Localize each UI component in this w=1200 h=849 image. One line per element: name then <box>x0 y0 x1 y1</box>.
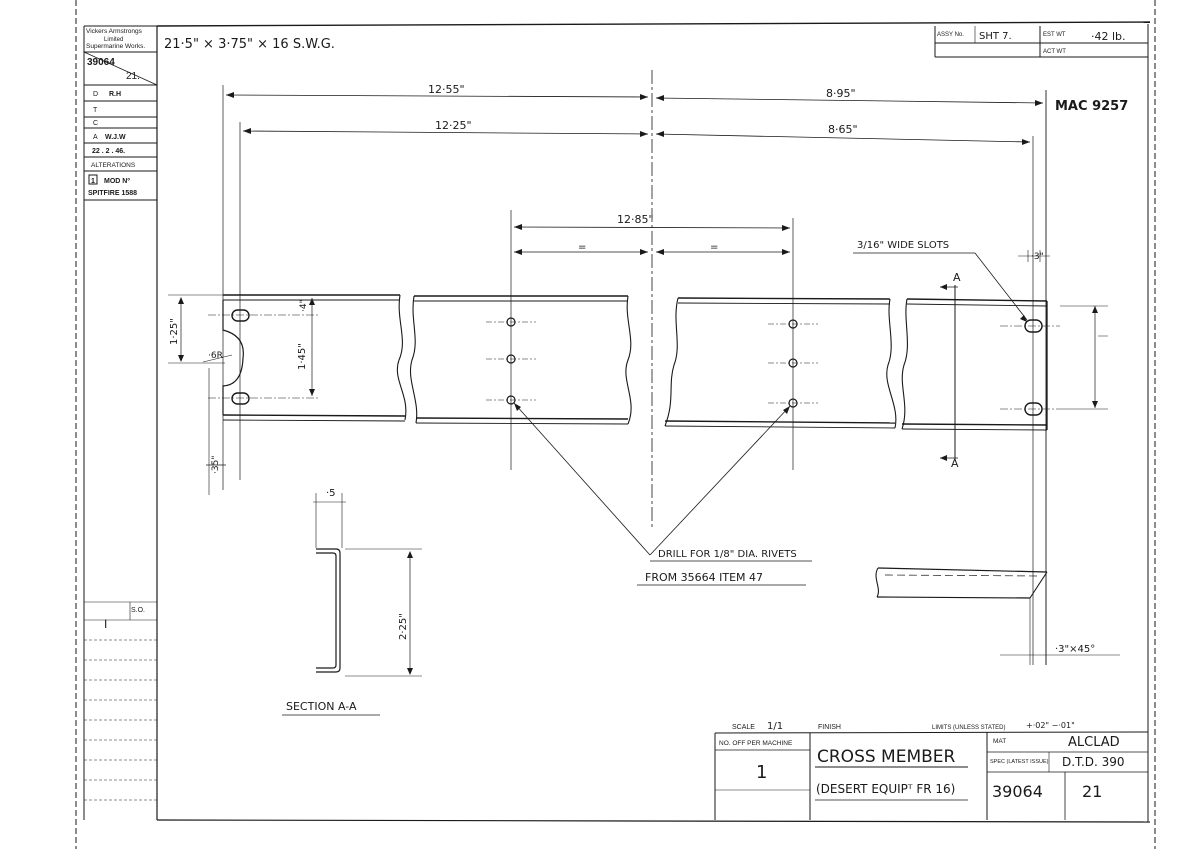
dim-12-25: 12·25" <box>435 119 472 132</box>
part-subtitle: (DESERT EQUIPᵀ FR 16) <box>816 782 955 796</box>
strip-c-label: C <box>93 120 98 127</box>
dim-1-25: 1·25" <box>169 318 180 345</box>
dim-0-35: ·35" <box>211 456 221 474</box>
header-right-block <box>934 26 1148 58</box>
dim-chamfer: ·3"×45° <box>1055 644 1095 655</box>
strip-d-value: R.H <box>109 91 121 98</box>
dim-12-55: 12·55" <box>428 83 465 96</box>
strip-mod-ref: SPITFIRE 1588 <box>88 190 137 197</box>
part-plan-view <box>208 294 1060 431</box>
dimension-lines <box>225 92 1044 255</box>
section-cut-line <box>940 284 958 461</box>
strip-d-label: D <box>93 91 98 98</box>
mac-reference: MAC 9257 <box>1055 99 1128 114</box>
strip-t-label: T <box>93 107 98 114</box>
strip-a-value: W.J.W <box>105 134 126 141</box>
frame-bottom-line <box>156 819 1151 823</box>
dim-8-95: 8·95" <box>826 87 856 100</box>
dim-2-25: 2·25" <box>398 613 409 640</box>
scale-label: SCALE <box>732 724 755 731</box>
assy-value: SHT 7. <box>979 31 1012 42</box>
title-sheet-number: 21 <box>1082 782 1102 801</box>
plan-right-dimensions <box>1018 250 1108 410</box>
strip-a-label: A <box>93 134 98 141</box>
dim-equal-right: = <box>710 242 718 253</box>
spec-label: SPEC (LATEST ISSUE) <box>990 759 1049 765</box>
slots-leader <box>974 252 1028 321</box>
drill-note-line-2: FROM 35664 ITEM 47 <box>645 571 763 584</box>
dim-equal-left: = <box>578 242 586 253</box>
dim-12-85: 12·85" <box>617 213 654 226</box>
scale-value: 1/1 <box>767 721 783 732</box>
no-off-value: 1 <box>756 762 767 783</box>
section-mark-bottom: A <box>951 457 959 470</box>
dim-0-4: ·4" <box>299 299 309 312</box>
company-line-2: Limited <box>104 37 123 43</box>
strip-drawing-number: 39064 <box>87 57 115 68</box>
title-drawing-number: 39064 <box>992 782 1043 801</box>
est-wt-value: ·42 lb. <box>1091 30 1126 43</box>
strip-lower-mark: I <box>104 617 107 631</box>
limits-label: LIMITS (UNLESS STATED) <box>932 725 1005 731</box>
section-label: SECTION A-A <box>286 700 357 713</box>
material-spec: 21·5" × 3·75" × 16 S.W.G. <box>164 37 335 52</box>
act-wt-label: ACT WT <box>1043 49 1066 55</box>
company-line-1: Vickers Armstrongs <box>86 28 143 35</box>
dim-8-65: 8·65" <box>828 123 858 136</box>
strip-alterations: ALTERATIONS <box>91 162 136 169</box>
strip-mod-number: 1 <box>91 178 95 185</box>
strip-date: 22 . 2 . 46. <box>92 148 125 155</box>
strip-mod-label: MOD Nº <box>104 178 130 185</box>
section-mark-top: A <box>953 271 961 284</box>
mat-value: ALCLAD <box>1068 735 1120 750</box>
no-off-label: NO. OFF PER MACHINE <box>719 740 793 747</box>
drill-note-line-1: DRILL FOR 1/8" DIA. RIVETS <box>658 549 797 560</box>
dim-slot-width: ·3" <box>1031 252 1044 262</box>
slots-note: 3/16" WIDE SLOTS <box>857 240 949 251</box>
section-profile <box>313 493 422 677</box>
dim-radius: ·6R <box>208 351 223 361</box>
extension-lines <box>222 85 1047 665</box>
frame-top-line <box>156 21 1151 27</box>
bottom-title-block <box>714 731 1149 820</box>
chamfer-detail <box>875 567 1120 665</box>
slots-leader-arrow <box>1020 315 1027 322</box>
est-wt-label: EST WT <box>1043 32 1066 38</box>
dim-flange-0-5: ·5 <box>326 488 336 499</box>
mat-label: MAT <box>993 738 1006 745</box>
spec-value: D.T.D. 390 <box>1062 755 1125 769</box>
left-title-strip <box>83 25 158 820</box>
part-name: CROSS MEMBER <box>817 747 956 767</box>
limits-value: +·02" −·01" <box>1026 721 1075 730</box>
drill-leaders <box>513 402 812 586</box>
strip-sheet-number: 21. <box>126 71 140 82</box>
dim-1-45: 1·45" <box>297 343 308 370</box>
assy-label: ASSY No. <box>937 32 964 38</box>
plan-left-dimensions <box>168 294 315 495</box>
strip-lower-label: S.O. <box>131 607 145 614</box>
company-line-3: Supermarine Works. <box>86 43 145 50</box>
finish-label: FINISH <box>818 724 841 731</box>
